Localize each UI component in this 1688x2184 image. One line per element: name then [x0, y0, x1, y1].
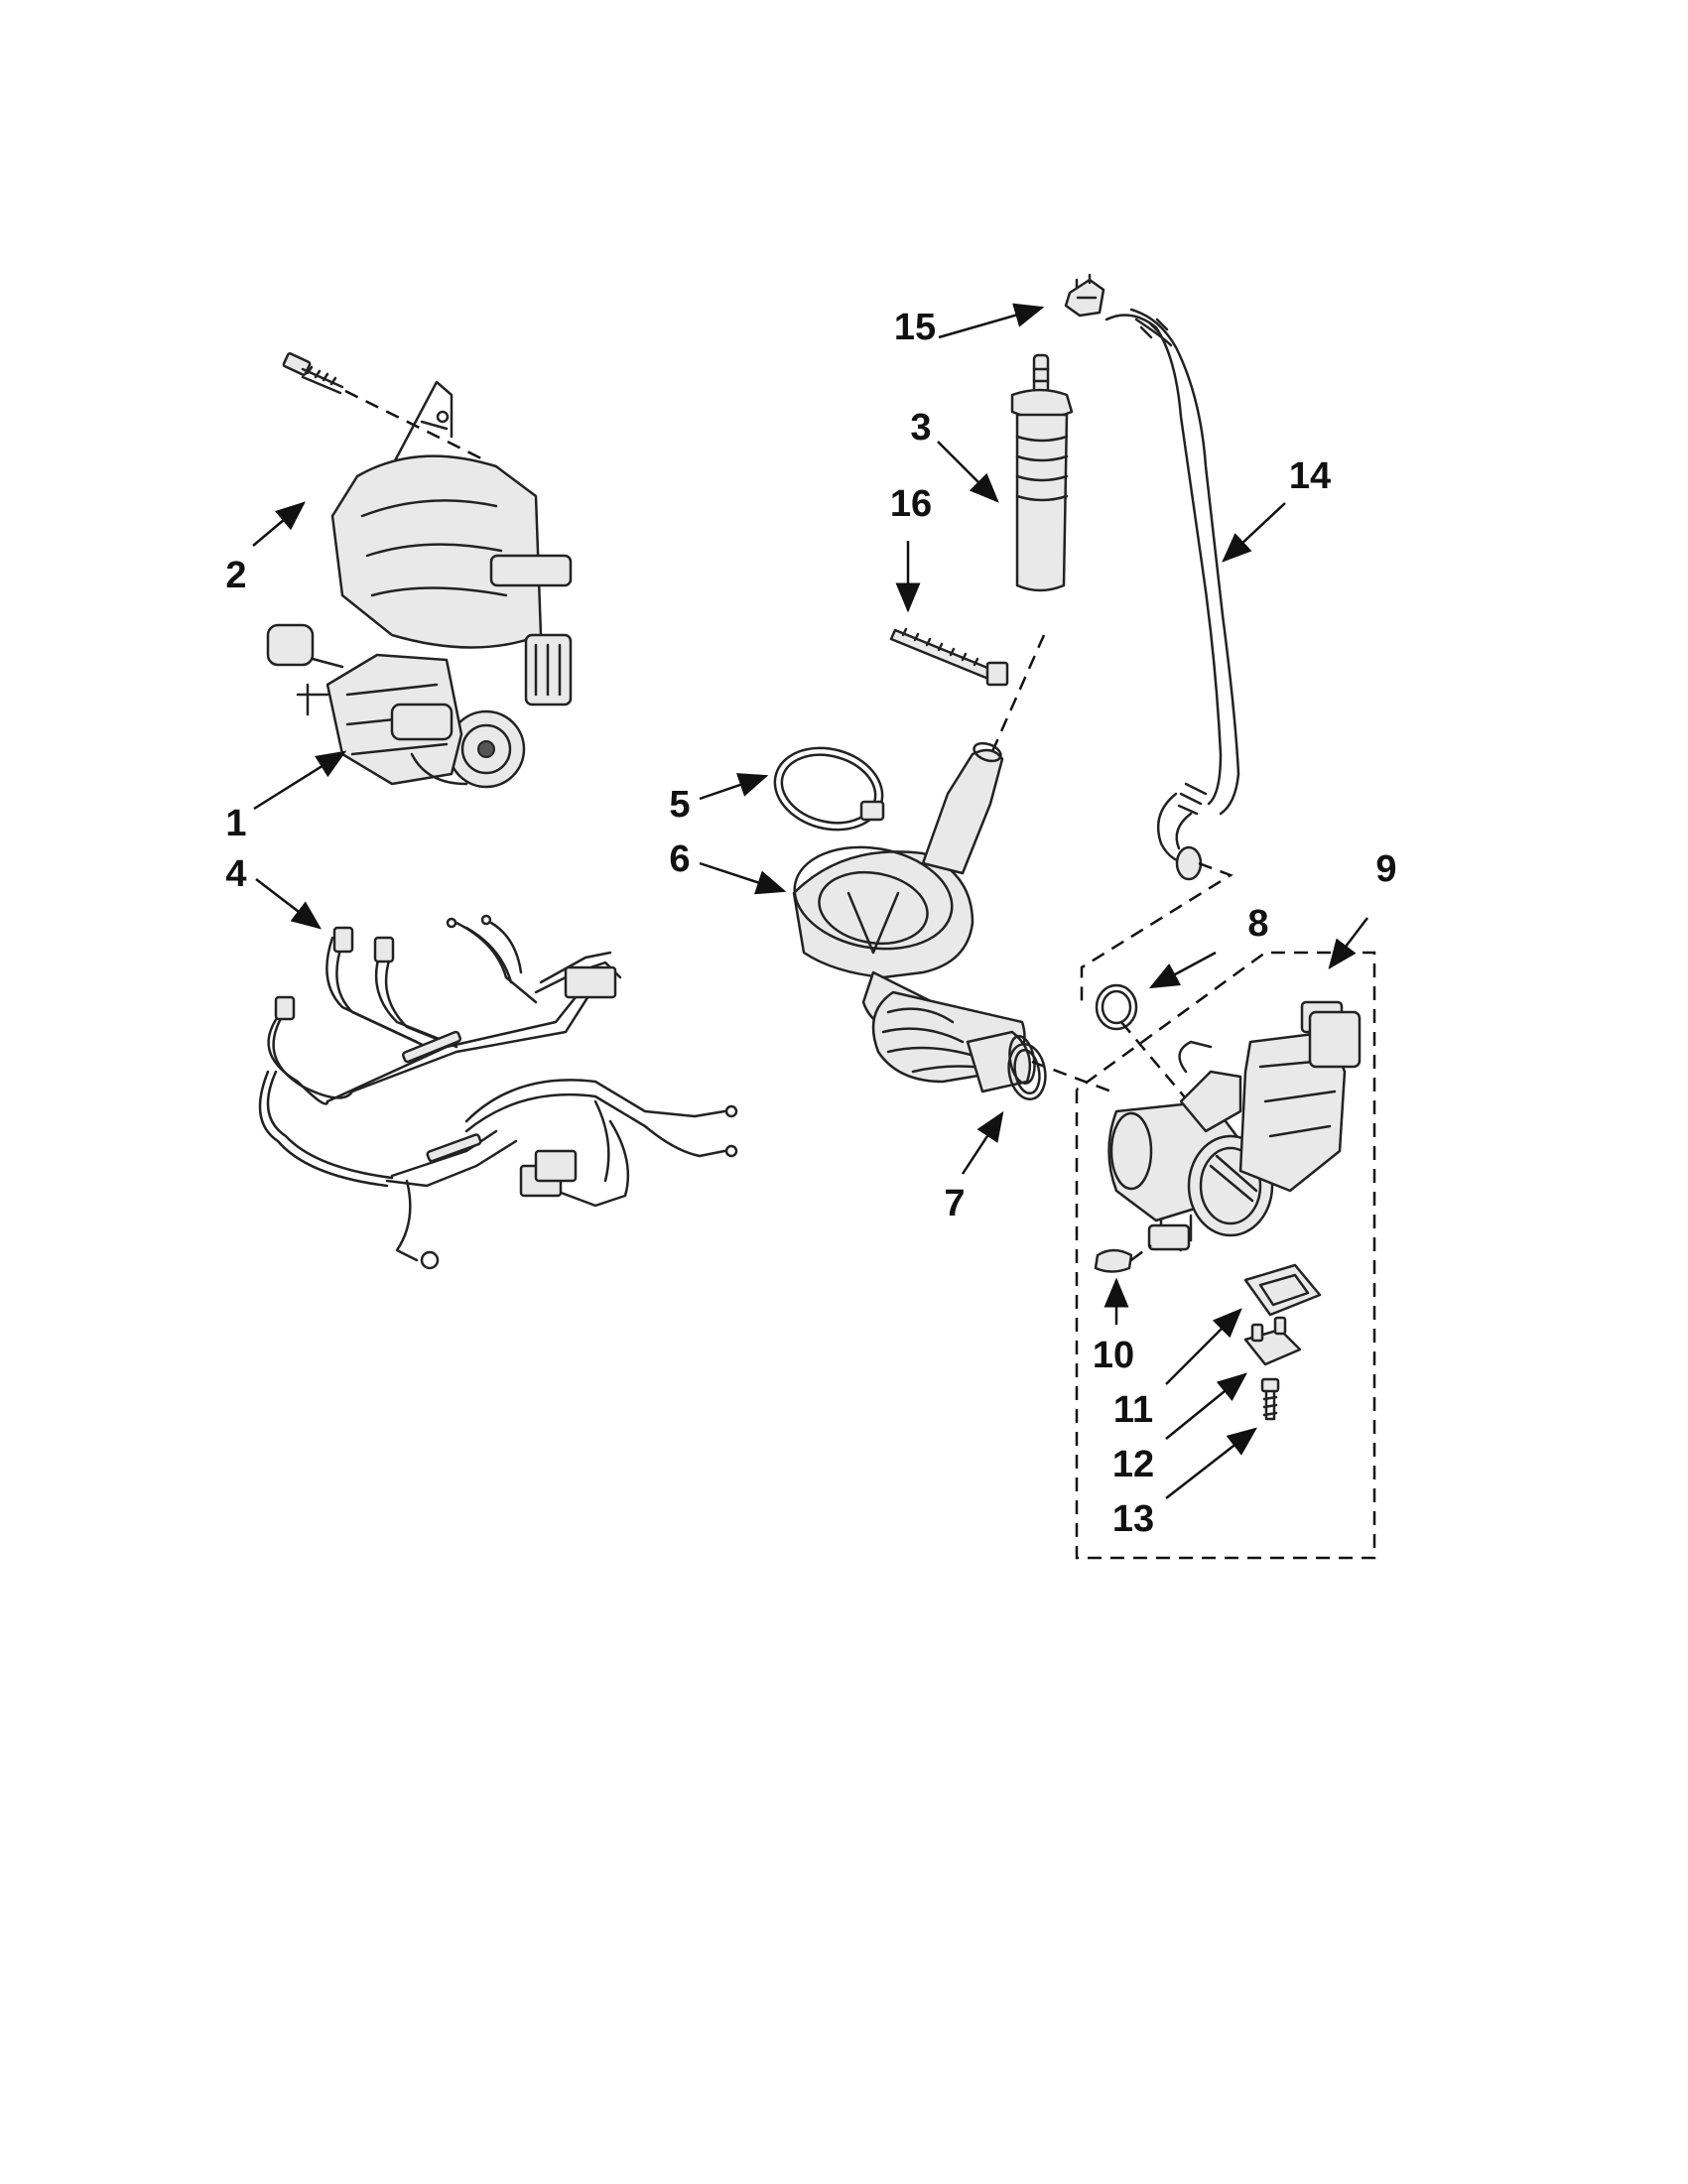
part-tub-outlet	[792, 741, 1112, 1093]
callout-1: 1	[225, 803, 246, 844]
callout-5: 5	[669, 784, 690, 826]
part-wire-harness	[258, 914, 738, 1270]
part-clamp-ring	[773, 746, 885, 832]
leader-1	[253, 750, 347, 811]
callout-4: 4	[225, 853, 246, 895]
leader-5	[699, 773, 769, 801]
part-drain-pump	[1075, 951, 1376, 1560]
callout-9: 9	[1375, 848, 1396, 890]
leader-2	[252, 501, 306, 547]
callout-16: 16	[890, 483, 932, 525]
callout-15: 15	[894, 307, 936, 348]
leader-6	[699, 861, 787, 895]
callout-3: 3	[910, 407, 931, 449]
part-bracket	[1243, 1316, 1302, 1366]
leader-9	[1328, 917, 1368, 969]
callout-labels: 1 2 3 4 5 6 7 8 9 10 11 12 13 14 15 16	[225, 307, 1396, 1540]
leader-lines	[252, 303, 1368, 1499]
callout-12: 12	[1112, 1444, 1154, 1485]
leader-13	[1165, 1427, 1257, 1499]
leader-8	[1148, 951, 1217, 989]
leader-12	[1165, 1372, 1247, 1440]
callout-14: 14	[1289, 455, 1331, 497]
callout-7: 7	[944, 1183, 965, 1224]
leader-3	[937, 441, 999, 503]
part-clamp-7	[1007, 1042, 1047, 1101]
leader-7	[961, 1110, 1004, 1175]
part-cable-tie	[889, 627, 1009, 687]
part-coin-trap-cap	[1094, 1244, 1152, 1273]
leader-15	[938, 303, 1045, 339]
callout-8: 8	[1247, 903, 1268, 945]
part-gasket	[1243, 1263, 1322, 1317]
callout-13: 13	[1112, 1498, 1154, 1540]
part-motor	[266, 380, 573, 789]
part-screw	[1260, 1377, 1280, 1421]
part-drain-hose	[1080, 308, 1240, 1002]
callout-11: 11	[1113, 1389, 1153, 1431]
callout-10: 10	[1093, 1335, 1134, 1376]
leader-4	[255, 878, 322, 930]
part-hose-clip	[1064, 273, 1105, 318]
part-pressure-fitting	[980, 353, 1074, 775]
callout-2: 2	[225, 555, 246, 596]
callout-6: 6	[669, 838, 690, 880]
leader-11	[1165, 1308, 1242, 1385]
leader-14	[1222, 502, 1286, 563]
